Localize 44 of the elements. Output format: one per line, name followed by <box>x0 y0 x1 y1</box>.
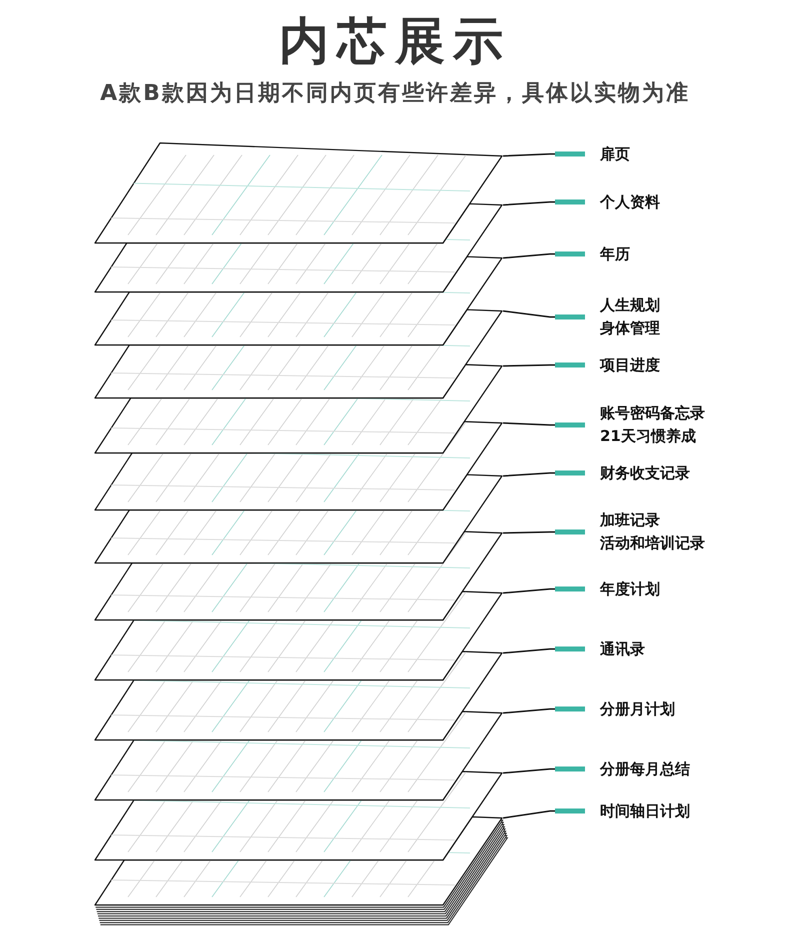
subtitle: A款B款因为日期不同内页有些许差异，具体以实物为准 <box>99 80 691 108</box>
notebook-page-drawing <box>94 142 503 244</box>
page-label: 项目进度 <box>600 354 660 376</box>
page-label: 扉页 <box>600 144 630 164</box>
notebook-page-drawing <box>94 816 503 906</box>
page-label: 身体管理 <box>600 318 660 339</box>
notebook-page-drawing <box>94 364 503 454</box>
leader-line <box>502 586 585 594</box>
page-label: 时间轴日计划 <box>600 800 690 822</box>
page-label: 21天习惯养成 <box>600 426 697 447</box>
page-label: 分册月计划 <box>600 698 675 720</box>
title: 内芯展示 <box>278 10 512 72</box>
notebook-page-drawing <box>94 650 503 741</box>
notebook-page-drawing <box>94 474 503 564</box>
leader-line <box>502 470 585 477</box>
leader-line <box>502 152 585 157</box>
page-label: 加班记录 <box>600 510 661 531</box>
page-label: 活动和培训记录 <box>600 533 705 554</box>
page-label: 个人资料 <box>600 192 660 212</box>
leader-line <box>502 530 585 534</box>
page-label: 通讯录 <box>600 638 645 660</box>
notebook-page-drawing <box>94 309 503 399</box>
leader-line <box>502 310 585 320</box>
notebook-page-drawing <box>94 590 503 681</box>
notebook-page-drawing <box>94 531 503 621</box>
notebook-page-drawing <box>94 256 503 346</box>
leader-line <box>502 362 585 368</box>
page-label: 财务收支记录 <box>600 462 690 484</box>
notebook-page-drawing <box>94 710 503 801</box>
notebook-page-drawing <box>94 770 503 861</box>
leader-line <box>502 422 585 428</box>
leader-line <box>502 200 585 206</box>
page-label: 年度计划 <box>600 578 660 600</box>
leader-line <box>502 766 585 774</box>
page-label: 年历 <box>600 244 630 264</box>
page-label: 分册每月总结 <box>600 758 690 780</box>
leader-line <box>502 706 585 714</box>
page-label: 人生规划 <box>600 295 660 316</box>
page-label: 账号密码备忘录 <box>600 403 705 424</box>
notebook-page-drawing <box>94 203 503 293</box>
leader-line <box>502 252 585 259</box>
leader-line <box>502 808 585 819</box>
leader-line <box>502 646 585 654</box>
notebook-page-drawing <box>94 421 503 511</box>
